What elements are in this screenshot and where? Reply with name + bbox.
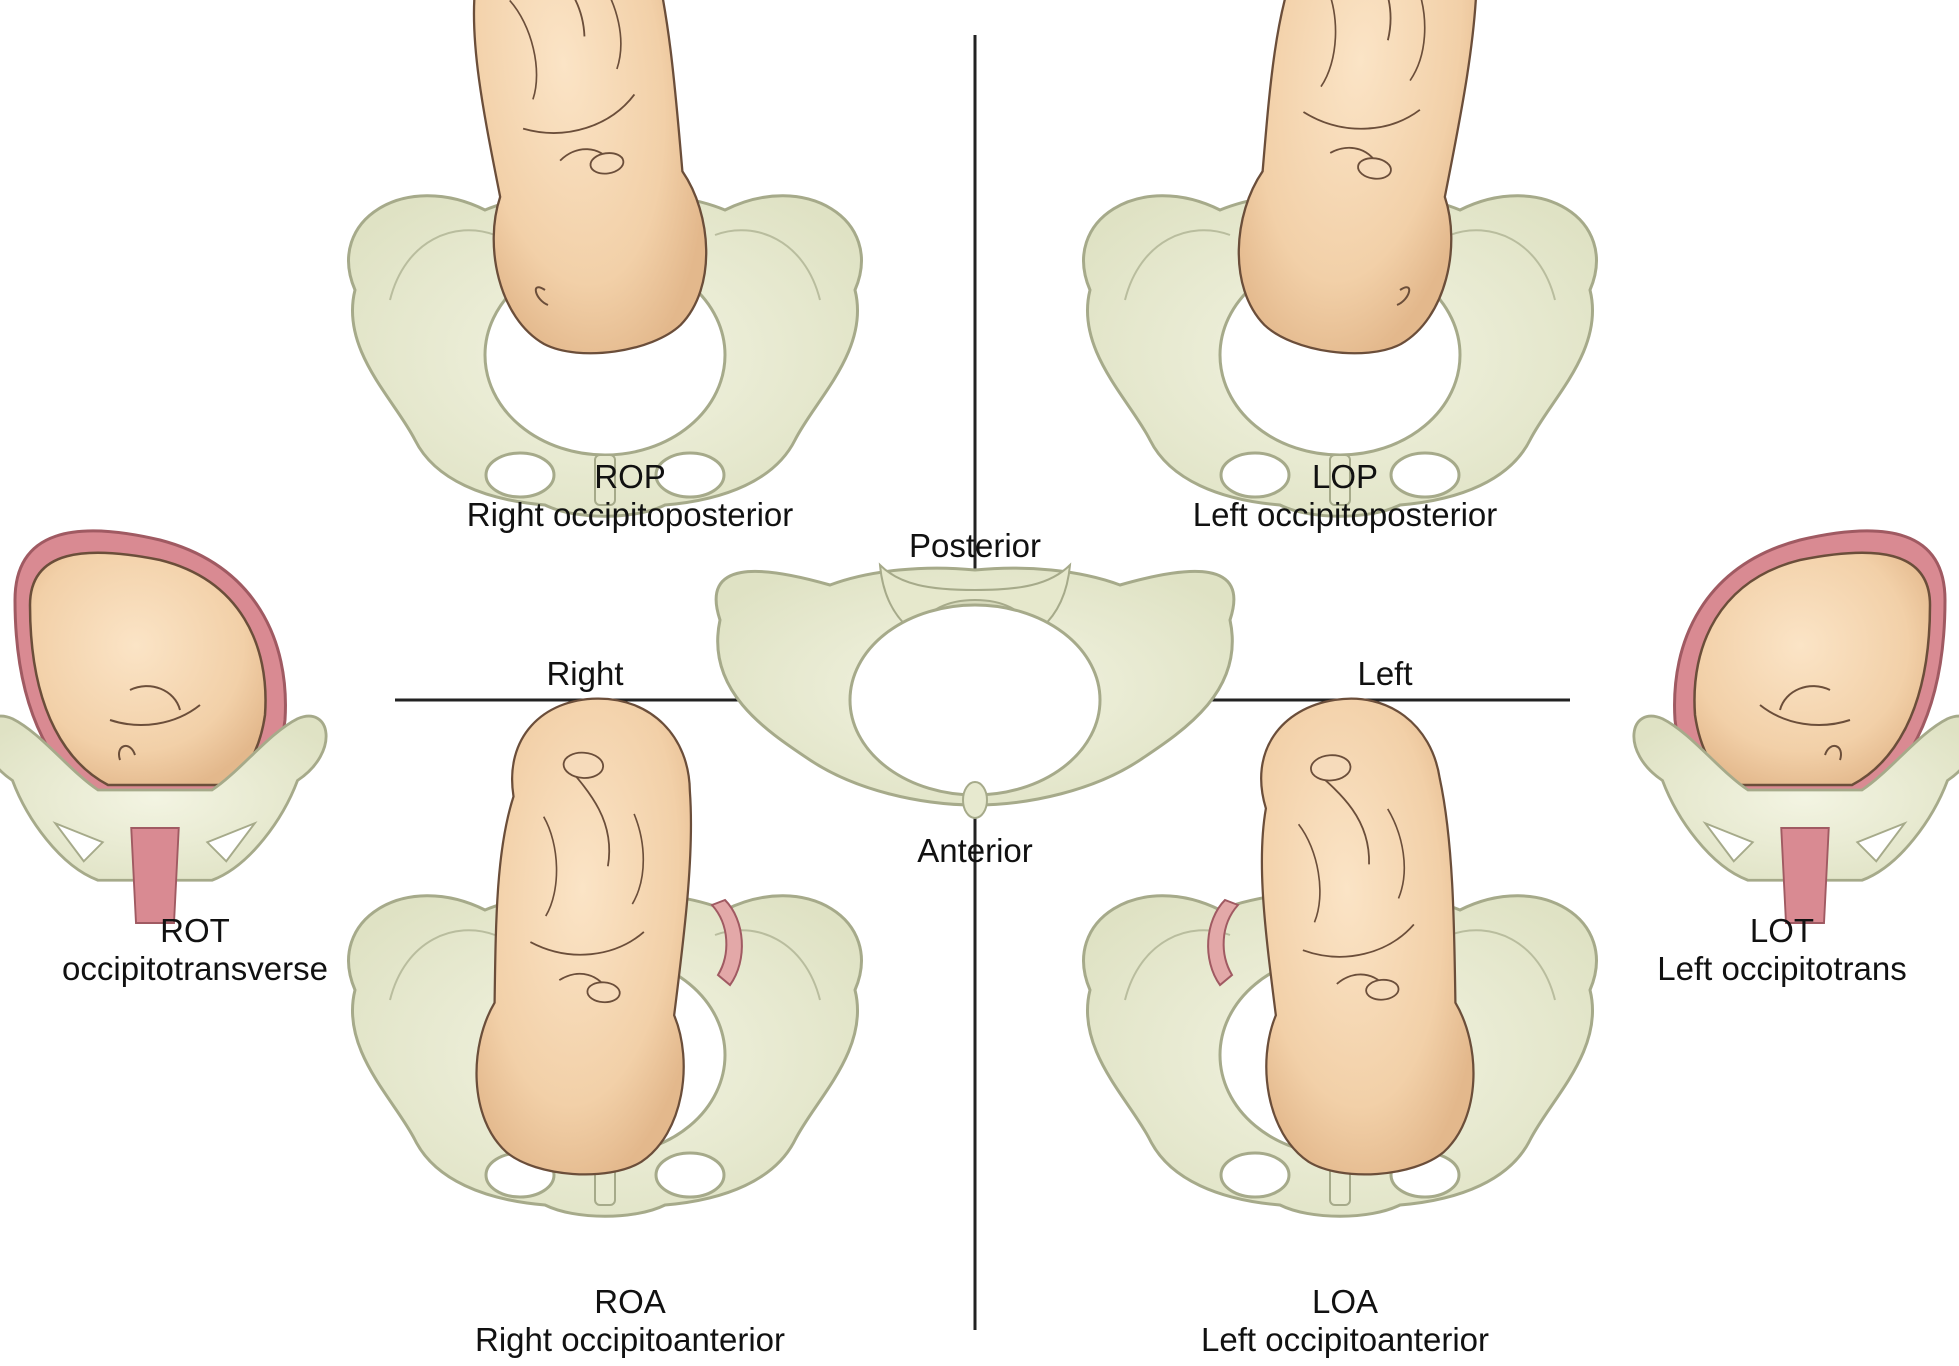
rop-abbr: ROP — [395, 458, 865, 496]
loa-abbr: LOA — [1110, 1283, 1580, 1321]
anterior-label: Anterior — [880, 832, 1070, 870]
lot-full: Left occipitotrans — [1605, 950, 1959, 988]
left-label: Left — [1300, 655, 1470, 693]
rot-abbr: ROT — [5, 912, 385, 950]
central-pelvis-illustration — [716, 565, 1234, 818]
lop-abbr: LOP — [1110, 458, 1580, 496]
lot-abbr: LOT — [1605, 912, 1959, 950]
roa-abbr: ROA — [395, 1283, 865, 1321]
rot-full: occipitotransverse — [5, 950, 385, 988]
right-label: Right — [500, 655, 670, 693]
lot-illustration — [1634, 531, 1959, 923]
lop-label: LOP Left occipitoposterior — [1110, 458, 1580, 534]
lot-label: LOT Left occipitotrans — [1605, 912, 1959, 988]
loa-illustration — [1084, 692, 1597, 1217]
loa-label: LOA Left occipitoanterior — [1110, 1283, 1580, 1359]
roa-label: ROA Right occipitoanterior — [395, 1283, 865, 1359]
lop-illustration — [1084, 0, 1597, 516]
posterior-label: Posterior — [880, 527, 1070, 565]
roa-illustration — [349, 692, 862, 1217]
rot-illustration — [0, 531, 326, 923]
rop-full: Right occipitoposterior — [395, 496, 865, 534]
rop-label: ROP Right occipitoposterior — [395, 458, 865, 534]
rop-illustration — [349, 0, 862, 516]
rot-label: ROT occipitotransverse — [5, 912, 385, 988]
roa-full: Right occipitoanterior — [395, 1321, 865, 1359]
loa-full: Left occipitoanterior — [1110, 1321, 1580, 1359]
lop-full: Left occipitoposterior — [1110, 496, 1580, 534]
